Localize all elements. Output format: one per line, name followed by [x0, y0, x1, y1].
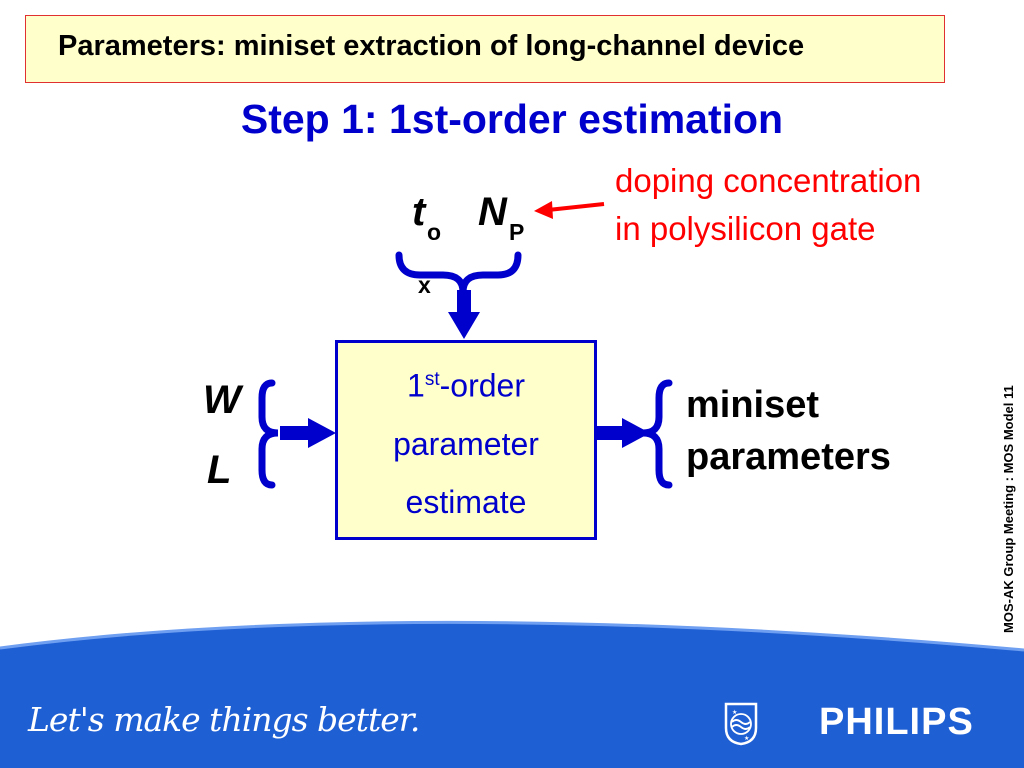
annotation-arrow [534, 201, 605, 219]
title-box: Parameters: miniset extraction of long-c… [25, 15, 945, 83]
box-line1-superscript: st [424, 369, 440, 390]
philips-wordmark: PHILIPS [819, 701, 974, 743]
diagram-graphics [258, 201, 673, 489]
np-symbol: N [478, 190, 507, 234]
output-line1: miniset [686, 384, 820, 426]
output-line2: parameters [686, 436, 891, 478]
estimate-box: 1st-order parameter estimate [335, 340, 597, 540]
length-symbol: L [207, 448, 232, 492]
left-brace [258, 379, 279, 489]
width-symbol: W [203, 378, 241, 422]
doping-annotation-line2: in polysilicon gate [615, 210, 876, 247]
side-caption: MOS-AK Group Meeting : MOS Model 11 [1001, 385, 1016, 633]
box-line2: parameter [393, 425, 539, 462]
doping-annotation-line1: doping concentration [615, 162, 922, 199]
slide-title: Parameters: miniset extraction of long-c… [58, 30, 805, 62]
output-label: miniset parameters [686, 379, 891, 483]
box-line3: estimate [405, 483, 527, 520]
box-line1-rest: -order [439, 367, 525, 404]
output-arrow [597, 418, 650, 448]
philips-shield-icon: ★ ★ [724, 702, 758, 746]
top-brace [395, 251, 522, 293]
down-arrow [448, 290, 480, 339]
box-line1: 1st-order [338, 351, 594, 415]
doping-annotation: doping concentration in polysilicon gate [615, 157, 921, 253]
np-subscript: P [509, 219, 525, 245]
box-line1-number: 1 [407, 367, 425, 404]
svg-text:★: ★ [732, 709, 737, 716]
input-arrow [280, 418, 336, 448]
footer-slogan: Let's make things better. [28, 700, 420, 739]
step-heading: Step 1: 1st-order estimation [240, 96, 784, 142]
right-brace [642, 379, 673, 489]
svg-text:★: ★ [744, 735, 749, 742]
tox-subscript-o: o [427, 219, 442, 245]
tox-symbol: t [412, 190, 426, 234]
